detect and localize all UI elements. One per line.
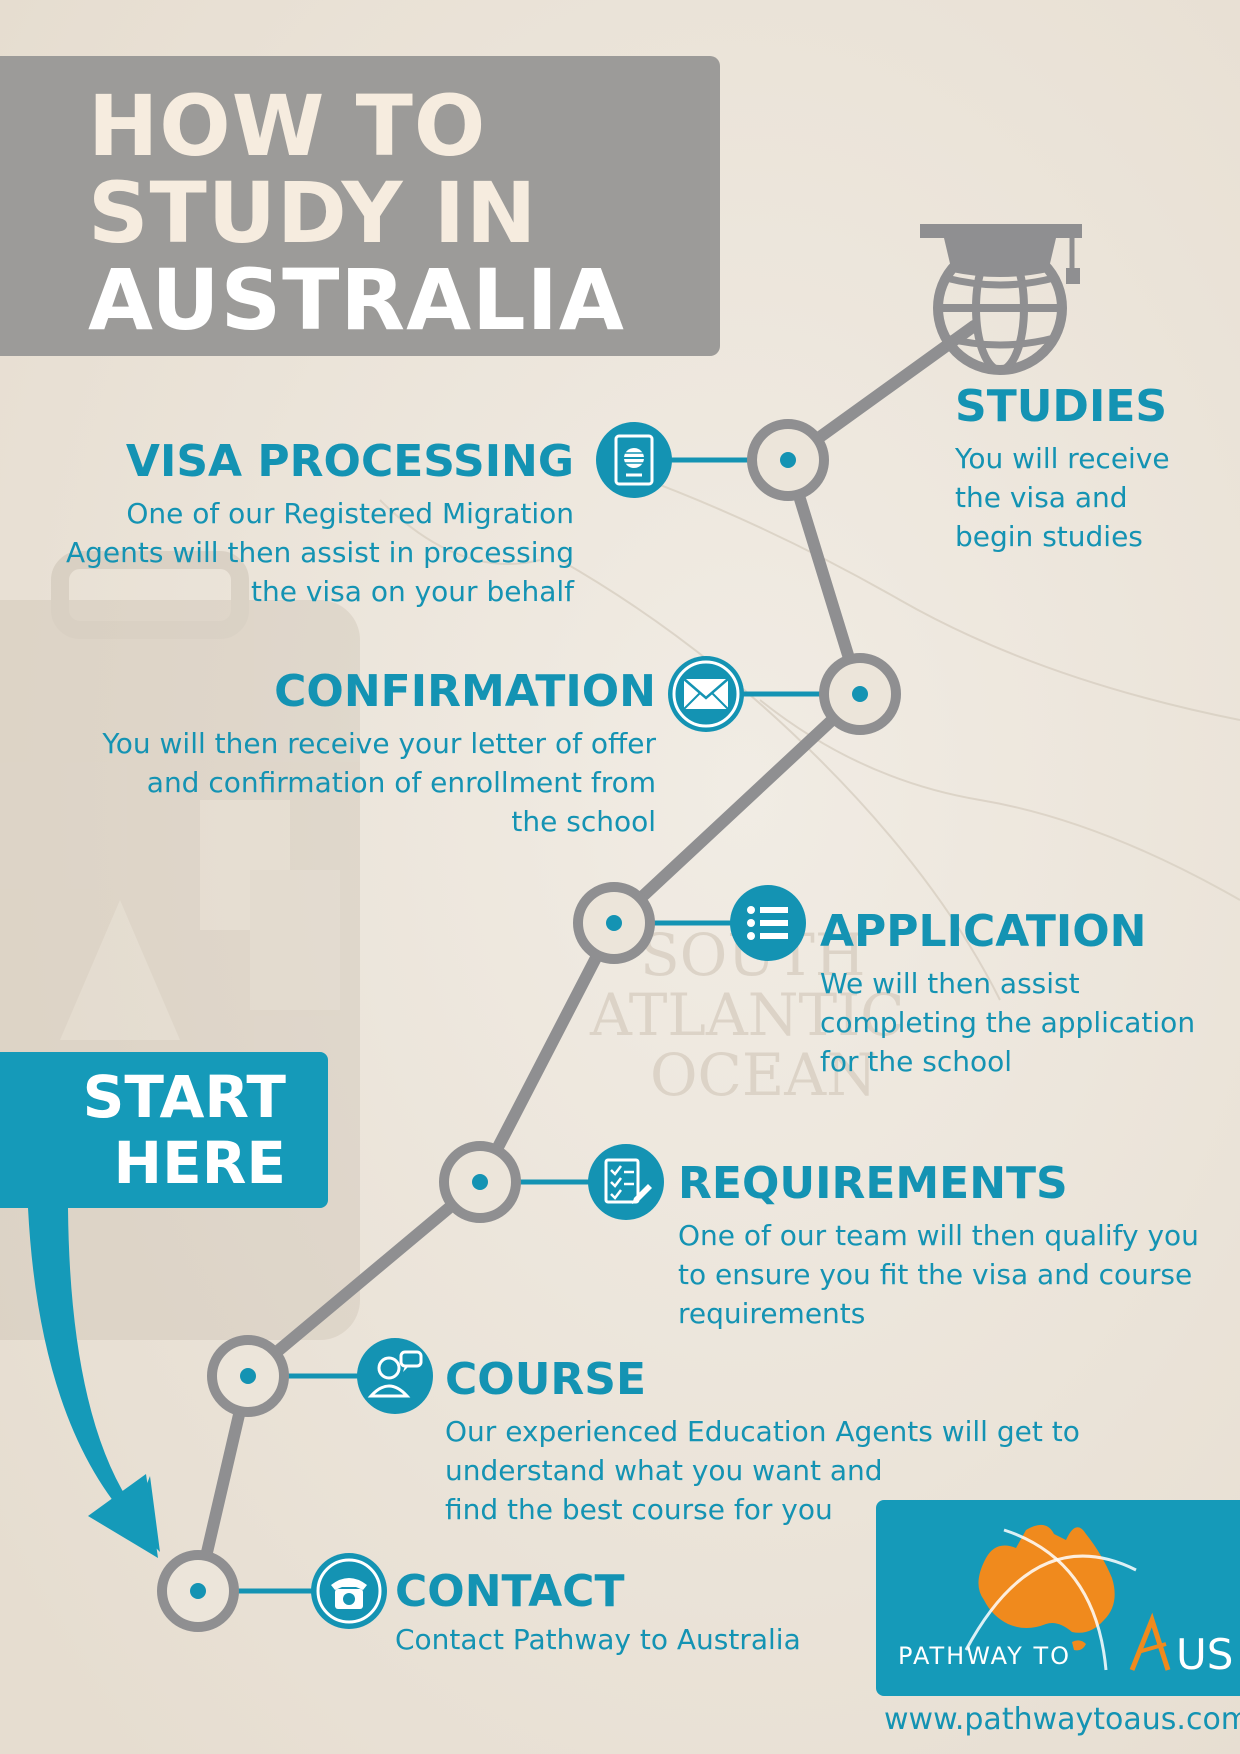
step-confirmation-description: You will then receive your letter of off… [102,724,656,841]
step-contact-title: CONTACT [395,1566,625,1617]
step-studies: STUDIES You will receive the visa and be… [955,385,1170,556]
step-studies-line-3: begin studies [955,520,1143,553]
map-lines [379,469,1240,1001]
step-course-title: COURSE [445,1354,647,1405]
step-course-description: Our experienced Education Agents will ge… [445,1412,1080,1529]
here-label: HERE [113,1129,286,1197]
svg-text:OCEAN: OCEAN [650,1041,877,1109]
step-visa-line-2: Agents will then assist in processing [65,536,574,569]
node-course [207,1335,289,1417]
step-application-description: We will then assist completing the appli… [820,964,1195,1081]
step-contact-line-1: Contact Pathway to Australia [395,1623,801,1656]
step-confirmation-title: CONFIRMATION [274,666,656,717]
step-course-line-1: Our experienced Education Agents will ge… [445,1415,1080,1448]
step-application-line-2: completing the application [820,1006,1196,1039]
logo-text-pathway-to: PATHWAY TO [898,1642,1072,1670]
step-studies-title: STUDIES [955,381,1168,432]
user-chat-icon [357,1338,433,1414]
step-contact: CONTACT Contact Pathway to Australia [395,1570,801,1659]
step-requirements-line-1: One of our team will then qualify you [678,1219,1199,1252]
node-visa [747,419,829,501]
step-requirements: REQUIREMENTS One of our team will then q… [678,1162,1199,1333]
page-title-line-3: AUSTRALIA [88,251,625,349]
start-arrow-head [88,1474,158,1558]
logo-text-us: US [1176,1630,1234,1679]
start-arrow [28,1208,160,1552]
passport-icon [596,422,672,498]
step-visa-title: VISA PROCESSING [125,436,574,487]
step-confirmation-line-2: and confirmation of enrollment from [146,766,656,799]
step-confirmation: CONFIRMATION You will then receive your … [102,670,656,841]
node-confirmation [819,653,901,735]
step-visa-description: One of our Registered Migration Agents w… [66,494,574,611]
telephone-icon [311,1553,387,1629]
step-requirements-description: One of our team will then qualify you to… [678,1216,1199,1333]
step-studies-description: You will receive the visa and begin stud… [955,439,1170,556]
step-requirements-title: REQUIREMENTS [678,1158,1068,1209]
step-visa-line-1: One of our Registered Migration [126,497,574,530]
step-studies-line-2: the visa and [955,481,1128,514]
page-title-line-2: STUDY IN [88,164,538,262]
node-application [573,882,655,964]
step-course-line-3: find the best course for you [445,1493,833,1526]
list-icon [730,885,806,961]
step-requirements-line-3: requirements [678,1297,866,1330]
start-label: START [82,1063,286,1131]
checklist-icon [588,1144,664,1220]
step-confirmation-line-3: the school [511,805,656,838]
step-application-title: APPLICATION [820,906,1147,957]
svg-text:ATLANTIC: ATLANTIC [589,981,905,1049]
step-course-line-2: understand what you want and [445,1454,883,1487]
step-studies-line-1: You will receive [955,442,1170,475]
step-application: APPLICATION We will then assist completi… [820,910,1195,1081]
step-visa-line-3: the visa on your behalf [250,575,574,608]
graduation-globe-icon [920,224,1082,375]
australia-map-icon [964,1524,1171,1671]
pathway-logo: PATHWAY TO US [876,1500,1240,1696]
start-here-banner: START HERE [0,1052,328,1208]
step-confirmation-line-1: You will then receive your letter of off… [102,727,656,760]
website-link[interactable]: www.pathwaytoaus.com [884,1702,1240,1737]
node-requirements [439,1141,521,1223]
step-course: COURSE Our experienced Education Agents … [445,1358,1080,1529]
step-nodes [157,419,901,1632]
node-contact [157,1550,239,1632]
page-title-line-1: HOW TO [88,77,487,175]
step-visa: VISA PROCESSING One of our Registered Mi… [66,440,574,611]
title-banner: HOW TO STUDY IN AUSTRALIA [0,56,720,356]
step-application-line-1: We will then assist [820,967,1080,1000]
envelope-icon [668,656,744,732]
step-application-line-3: for the school [820,1045,1013,1078]
step-requirements-line-2: to ensure you fit the visa and course [678,1258,1193,1291]
step-contact-description: Contact Pathway to Australia [395,1620,801,1659]
